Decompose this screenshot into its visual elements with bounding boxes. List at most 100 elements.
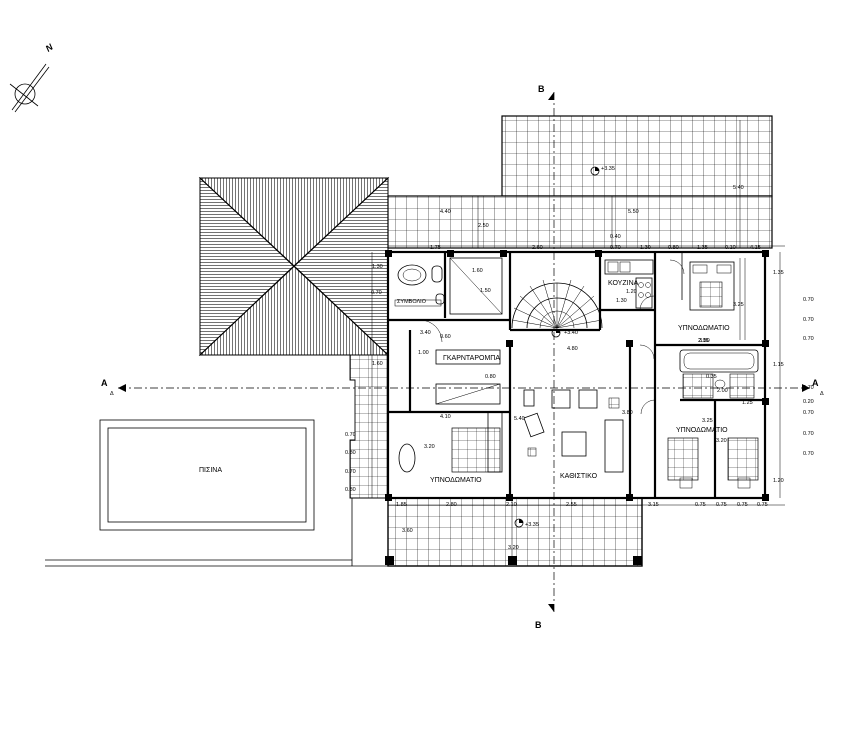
section-a-left-sub: Δ	[110, 391, 114, 397]
dim-wardrobe: 0.80	[485, 374, 496, 380]
dims-upper: 4.40 2.50 5.50 5.40 0.40	[440, 185, 744, 240]
ground-lines	[45, 498, 388, 567]
dim-r070g: 0.70	[803, 451, 814, 457]
dim-b075c: 0.75	[737, 502, 748, 508]
level-roof: +3.35	[601, 166, 615, 172]
dim-t175: 1.75	[430, 245, 441, 251]
level-stair: +3.40	[564, 330, 578, 336]
pool: ΠΙΣΙΝΑ	[99, 419, 315, 531]
dim-r070f: 0.70	[803, 431, 814, 437]
bathroom-fixtures: ΣΥΜΒΟΛΙΟ	[394, 264, 445, 307]
dim-540-top: 5.40	[733, 185, 744, 191]
section-b-top: B	[538, 84, 545, 94]
dim-l160: 1.60	[372, 361, 383, 367]
dim-l070b: 0.70	[345, 432, 356, 438]
dim-l070c: 0.70	[345, 469, 356, 475]
bedroom-sw: ΥΠΝΟΔΩΜΑΤΙΟ 4.10 3.20	[398, 411, 503, 484]
building-walls	[386, 250, 767, 500]
dim-295: 2.95	[698, 338, 709, 344]
dim-r070e: 0.70	[803, 410, 814, 416]
front-terrace	[387, 497, 643, 567]
dim-b280: 2.80	[446, 502, 457, 508]
dim-320b: 3.20	[716, 438, 727, 444]
bedroom-sw-label: ΥΠΝΟΔΩΜΑΤΙΟ	[430, 477, 482, 484]
dims-right: 1.35 0.70 0.70 0.70 1.15 0.70 0.20 0.70 …	[773, 270, 814, 484]
dim-325b: 3.25	[702, 418, 713, 424]
dim-320: 3.20	[424, 444, 435, 450]
doors	[419, 259, 685, 415]
level-markers: +3.35 +3.35	[514, 166, 615, 528]
dim-l080: 0.80	[345, 450, 356, 456]
section-a-left: A	[101, 378, 108, 388]
living-label: ΚΑΘΙΣΤΙΚΟ	[560, 473, 598, 480]
kitchen-fixtures: ΚΟΥΖΙΝΑ 1.20 1.30	[604, 259, 654, 309]
section-a-right-sub: Δ	[820, 391, 824, 397]
dims-bottom: 1.85 2.80 2.10 2.55 3.15 0.75 0.75 0.75 …	[396, 330, 768, 551]
dim-t080: 0.80	[668, 245, 679, 251]
shaft: 1.60 1.50	[449, 257, 503, 315]
dims-left: 1.30 0.70 1.60 0.70 0.80 0.70 0.80	[345, 264, 383, 493]
dim-t260: 2.60	[532, 245, 543, 251]
dim-shaft-w: 1.60	[472, 268, 483, 274]
section-a-right: A	[812, 378, 819, 388]
kitchen-label: ΚΟΥΖΙΝΑ	[608, 280, 639, 287]
dim-060: 0.60	[440, 334, 451, 340]
wardrobe-label: ΓΚΑΡΝΤΑΡΟΜΠΑ	[443, 355, 500, 362]
dim-040: 0.40	[610, 234, 621, 240]
dim-r070a: 0.70	[803, 297, 814, 303]
dim-035: 0.35	[706, 374, 717, 380]
dim-v320: 3.20	[508, 545, 519, 551]
dim-350: 3.50	[699, 338, 710, 344]
dim-v360: 3.60	[402, 528, 413, 534]
dim-t070: 0.70	[610, 245, 621, 251]
dim-440: 4.40	[440, 209, 451, 215]
dim-550: 5.50	[628, 209, 639, 215]
dim-100: 1.00	[418, 350, 429, 356]
dim-b075d: 0.75	[757, 502, 768, 508]
bedroom-se-label: ΥΠΝΟΔΩΜΑΤΙΟ	[676, 427, 728, 434]
bath-east: 2.00 0.35	[679, 349, 759, 399]
dim-325: 3.25	[733, 302, 744, 308]
dim-410: 4.10	[440, 414, 451, 420]
north-arrow-icon: N	[9, 42, 55, 113]
wardrobe: ΓΚΑΡΝΤΑΡΟΜΠΑ 0.80 1.00 0.60	[418, 334, 501, 405]
dim-b075a: 0.75	[695, 502, 706, 508]
dim-b210: 2.10	[506, 502, 517, 508]
dim-kitchen: 1.20	[626, 289, 637, 295]
dim-shaft-h: 1.50	[480, 288, 491, 294]
dim-200: 2.00	[717, 388, 728, 394]
bedroom-ne: ΥΠΝΟΔΩΜΑΤΙΟ 3.25 3.50	[678, 258, 746, 344]
level-front: +3.35	[525, 522, 539, 528]
dim-l070a: 0.70	[371, 290, 382, 296]
north-label: N	[44, 42, 55, 54]
dim-kitchen2: 1.30	[616, 298, 627, 304]
section-b-bottom: B	[535, 620, 542, 630]
dim-t135: 1.35	[697, 245, 708, 251]
dim-b075b: 0.75	[716, 502, 727, 508]
dim-l080b: 0.80	[345, 487, 356, 493]
dim-540: 5.40	[514, 416, 525, 422]
dimension-lines	[371, 196, 785, 556]
dim-250: 2.50	[478, 223, 489, 229]
side-tile-strip	[349, 354, 389, 499]
dim-r070b: 0.70	[803, 317, 814, 323]
dim-t415: 4.15	[750, 245, 761, 251]
dim-480: 4.80	[567, 346, 578, 352]
dim-340: 3.40	[420, 330, 431, 336]
dim-b185: 1.85	[396, 502, 407, 508]
dim-t130: 1.30	[640, 245, 651, 251]
dim-380: 3.80	[622, 410, 633, 416]
dim-r070c: 0.70	[803, 336, 814, 342]
dim-125: 1.25	[742, 400, 753, 406]
dim-b315: 3.15	[648, 502, 659, 508]
bedroom-se: ΥΠΝΟΔΩΜΑΤΙΟ 3.25 3.20	[667, 418, 759, 489]
section-line-b: B B	[535, 84, 555, 630]
upper-terrace	[387, 115, 773, 249]
hipped-roof	[198, 176, 390, 357]
columns	[385, 250, 769, 565]
dim-r135: 1.35	[773, 270, 784, 276]
dim-r020: 0.20	[803, 399, 814, 405]
dim-b255: 2.55	[566, 502, 577, 508]
bedroom-ne-label: ΥΠΝΟΔΩΜΑΤΙΟ	[678, 325, 730, 332]
